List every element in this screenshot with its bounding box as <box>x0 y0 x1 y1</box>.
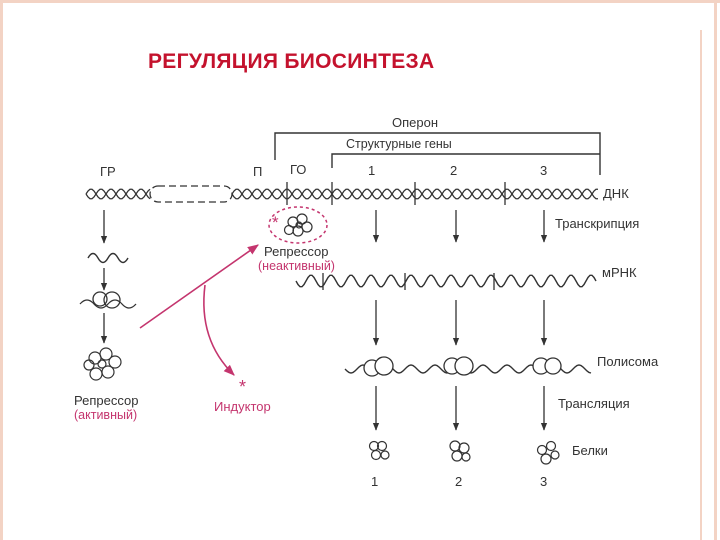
gene-number-1: 1 <box>368 163 375 178</box>
repressor-active-icon <box>83 347 122 381</box>
star-on-operator: * <box>272 213 279 232</box>
transcription-arrows <box>372 210 548 243</box>
translation-arrows <box>372 386 548 431</box>
polysome-label: Полисома <box>597 354 659 369</box>
slide-frame-right-outer <box>714 0 717 540</box>
protein-number-3: 3 <box>540 474 547 489</box>
protein-number-1: 1 <box>371 474 378 489</box>
operon-bracket <box>274 132 601 175</box>
slide-frame-right-inner <box>700 30 702 540</box>
slide-title: РЕГУЛЯЦИЯ БИОСИНТЕЗА <box>148 50 435 73</box>
operator-label: ГО <box>290 162 306 177</box>
regulator-ribosome <box>79 291 137 309</box>
repressor-inactive-icon <box>283 213 313 237</box>
gene-number-2: 2 <box>450 163 457 178</box>
slide-frame-top <box>0 0 720 3</box>
dna-helix <box>85 185 598 203</box>
structural-genes-label: Структурные гены <box>346 137 452 151</box>
regulator-mrna <box>87 252 129 264</box>
dna-label: ДНК <box>603 186 629 201</box>
mrna-to-polysome-arrows <box>372 300 548 346</box>
translation-label: Трансляция <box>558 396 630 411</box>
repressor-binding-zone <box>268 206 328 244</box>
protein-number-2: 2 <box>455 474 462 489</box>
inductor-label: Индуктор <box>214 399 271 414</box>
protein-3-icon <box>536 440 560 465</box>
proteins-label: Белки <box>572 443 608 458</box>
gene-boundaries <box>286 182 506 205</box>
repressor-inactive-label: Репрессор <box>264 244 328 259</box>
protein-2-icon <box>449 440 471 462</box>
protein-1-icon <box>368 440 390 461</box>
inductor-arrows <box>139 244 259 376</box>
mrna-label: мРНК <box>602 265 637 280</box>
repressor-inactive-note: (неактивный) <box>258 259 335 273</box>
slide-frame-left <box>0 0 3 540</box>
repressor-active-note: (активный) <box>74 408 137 422</box>
repressor-active-label: Репрессор <box>74 393 138 408</box>
promoter-label: П <box>253 164 262 179</box>
mrna-strand <box>295 274 597 288</box>
gene-number-3: 3 <box>540 163 547 178</box>
mrna-ticks <box>322 273 495 290</box>
inductor-star: * <box>239 377 246 397</box>
gene-regulator-label: ГР <box>100 164 116 179</box>
operon-label: Оперон <box>392 115 438 130</box>
polysome-ribosomes <box>363 356 562 377</box>
transcription-label: Транскрипция <box>555 216 639 231</box>
